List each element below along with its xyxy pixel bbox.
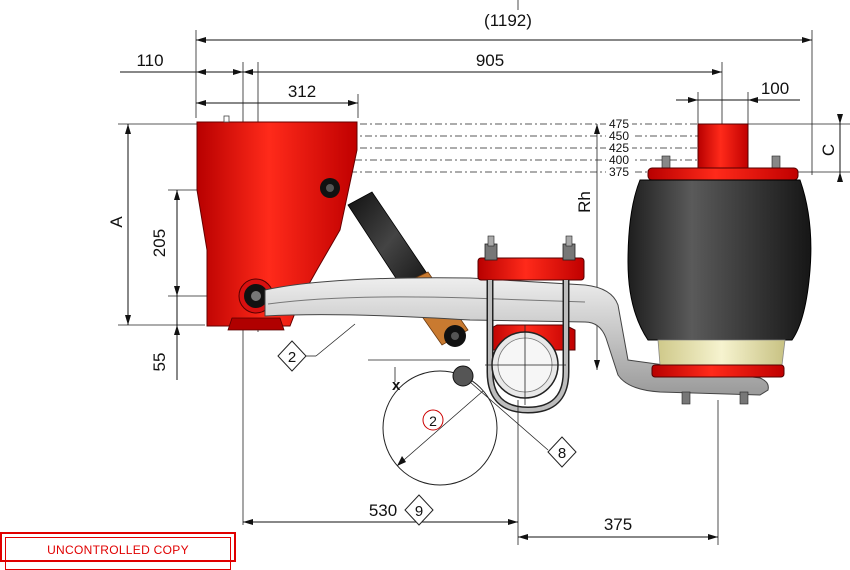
rh-475: 475	[609, 117, 629, 131]
callout-8: 8	[469, 381, 577, 468]
hanger-bracket	[196, 115, 358, 331]
trailing-arm	[264, 277, 769, 396]
callout-2-circle: 2	[429, 413, 437, 429]
dim-100-line: 100	[676, 79, 800, 103]
overall-dimension: (1192)	[196, 0, 812, 43]
suspension-drawing: (1192) 110 905 312 100	[107, 0, 850, 545]
wheel-circle: x 2	[368, 359, 498, 486]
dim-C-label: C	[819, 144, 838, 156]
rh-400: 400	[609, 153, 629, 167]
dim-x-label: x	[392, 377, 401, 394]
dim-overall-label: (1192)	[484, 11, 532, 30]
svg-text:2: 2	[288, 349, 296, 366]
air-spring	[627, 123, 812, 405]
callout-2-leaf: 2	[277, 323, 356, 372]
dim-312-label: 312	[288, 82, 316, 101]
dim-bottom: 530 9 375	[243, 400, 719, 545]
dim-A-label: A	[107, 216, 126, 228]
rh-375: 375	[609, 165, 629, 179]
svg-text:8: 8	[558, 445, 566, 462]
dim-905-line: 110 905	[120, 51, 722, 75]
drawing-canvas: (1192) 110 905 312 100	[107, 0, 850, 545]
dim-Rh-label: Rh	[575, 191, 594, 213]
callout-9: 9	[415, 503, 423, 520]
rh-425: 425	[609, 141, 629, 155]
stamp-text: UNCONTROLLED COPY	[5, 537, 231, 570]
dim-205-label: 205	[150, 229, 169, 257]
dim-110-label: 110	[136, 51, 163, 70]
callout-9-diamond	[404, 494, 434, 526]
ride-height-labels: 475 450 425 400 375 Rh	[575, 117, 632, 213]
shock-absorber	[347, 191, 469, 347]
uncontrolled-copy-stamp: UNCONTROLLED COPY	[0, 532, 236, 570]
dim-312-line: 312	[196, 82, 358, 106]
axle-clamp	[477, 235, 585, 414]
dim-100-label: 100	[761, 79, 789, 98]
dim-375-label: 375	[604, 515, 632, 534]
dim-55-label: 55	[150, 353, 169, 372]
rh-450: 450	[609, 129, 629, 143]
dim-530-label: 530	[369, 501, 397, 520]
dim-905-label: 905	[476, 51, 504, 70]
ride-height-lines	[335, 123, 700, 370]
